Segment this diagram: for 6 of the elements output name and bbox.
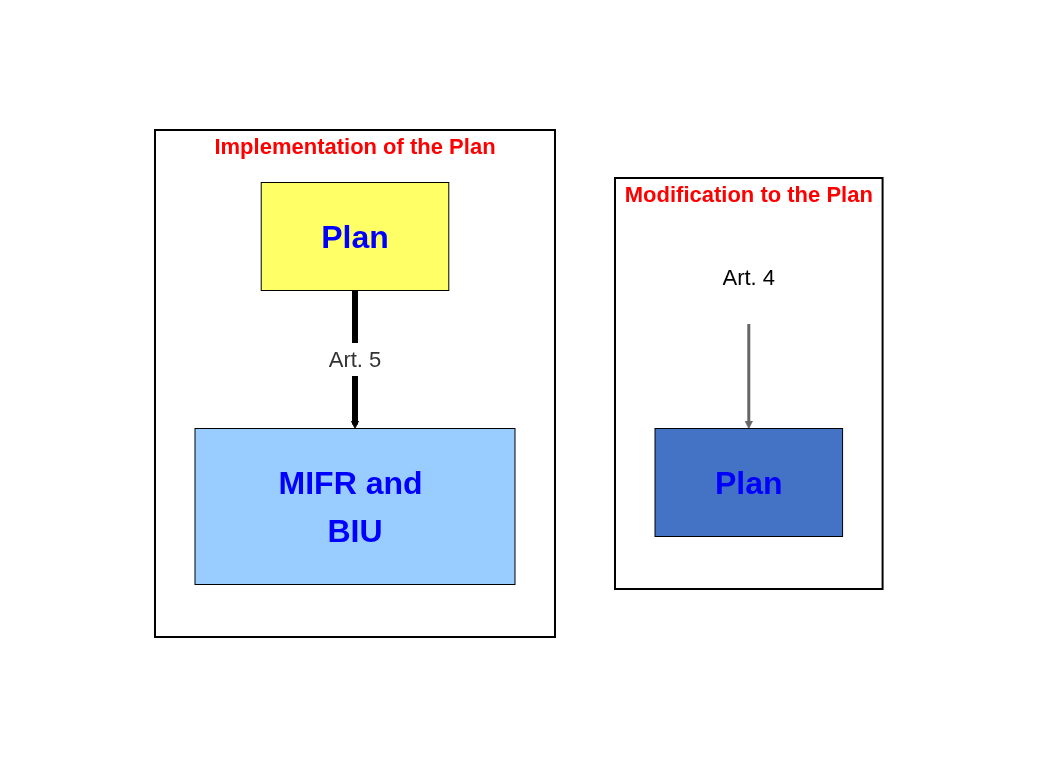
node-text: Art. 4 xyxy=(722,264,776,290)
arrow xyxy=(744,323,754,429)
node-box: MIFR and BIU xyxy=(194,428,516,585)
node-box: Plan xyxy=(654,428,844,537)
node-box: Plan xyxy=(260,182,450,291)
edge-label: Art. 5 xyxy=(328,347,382,372)
